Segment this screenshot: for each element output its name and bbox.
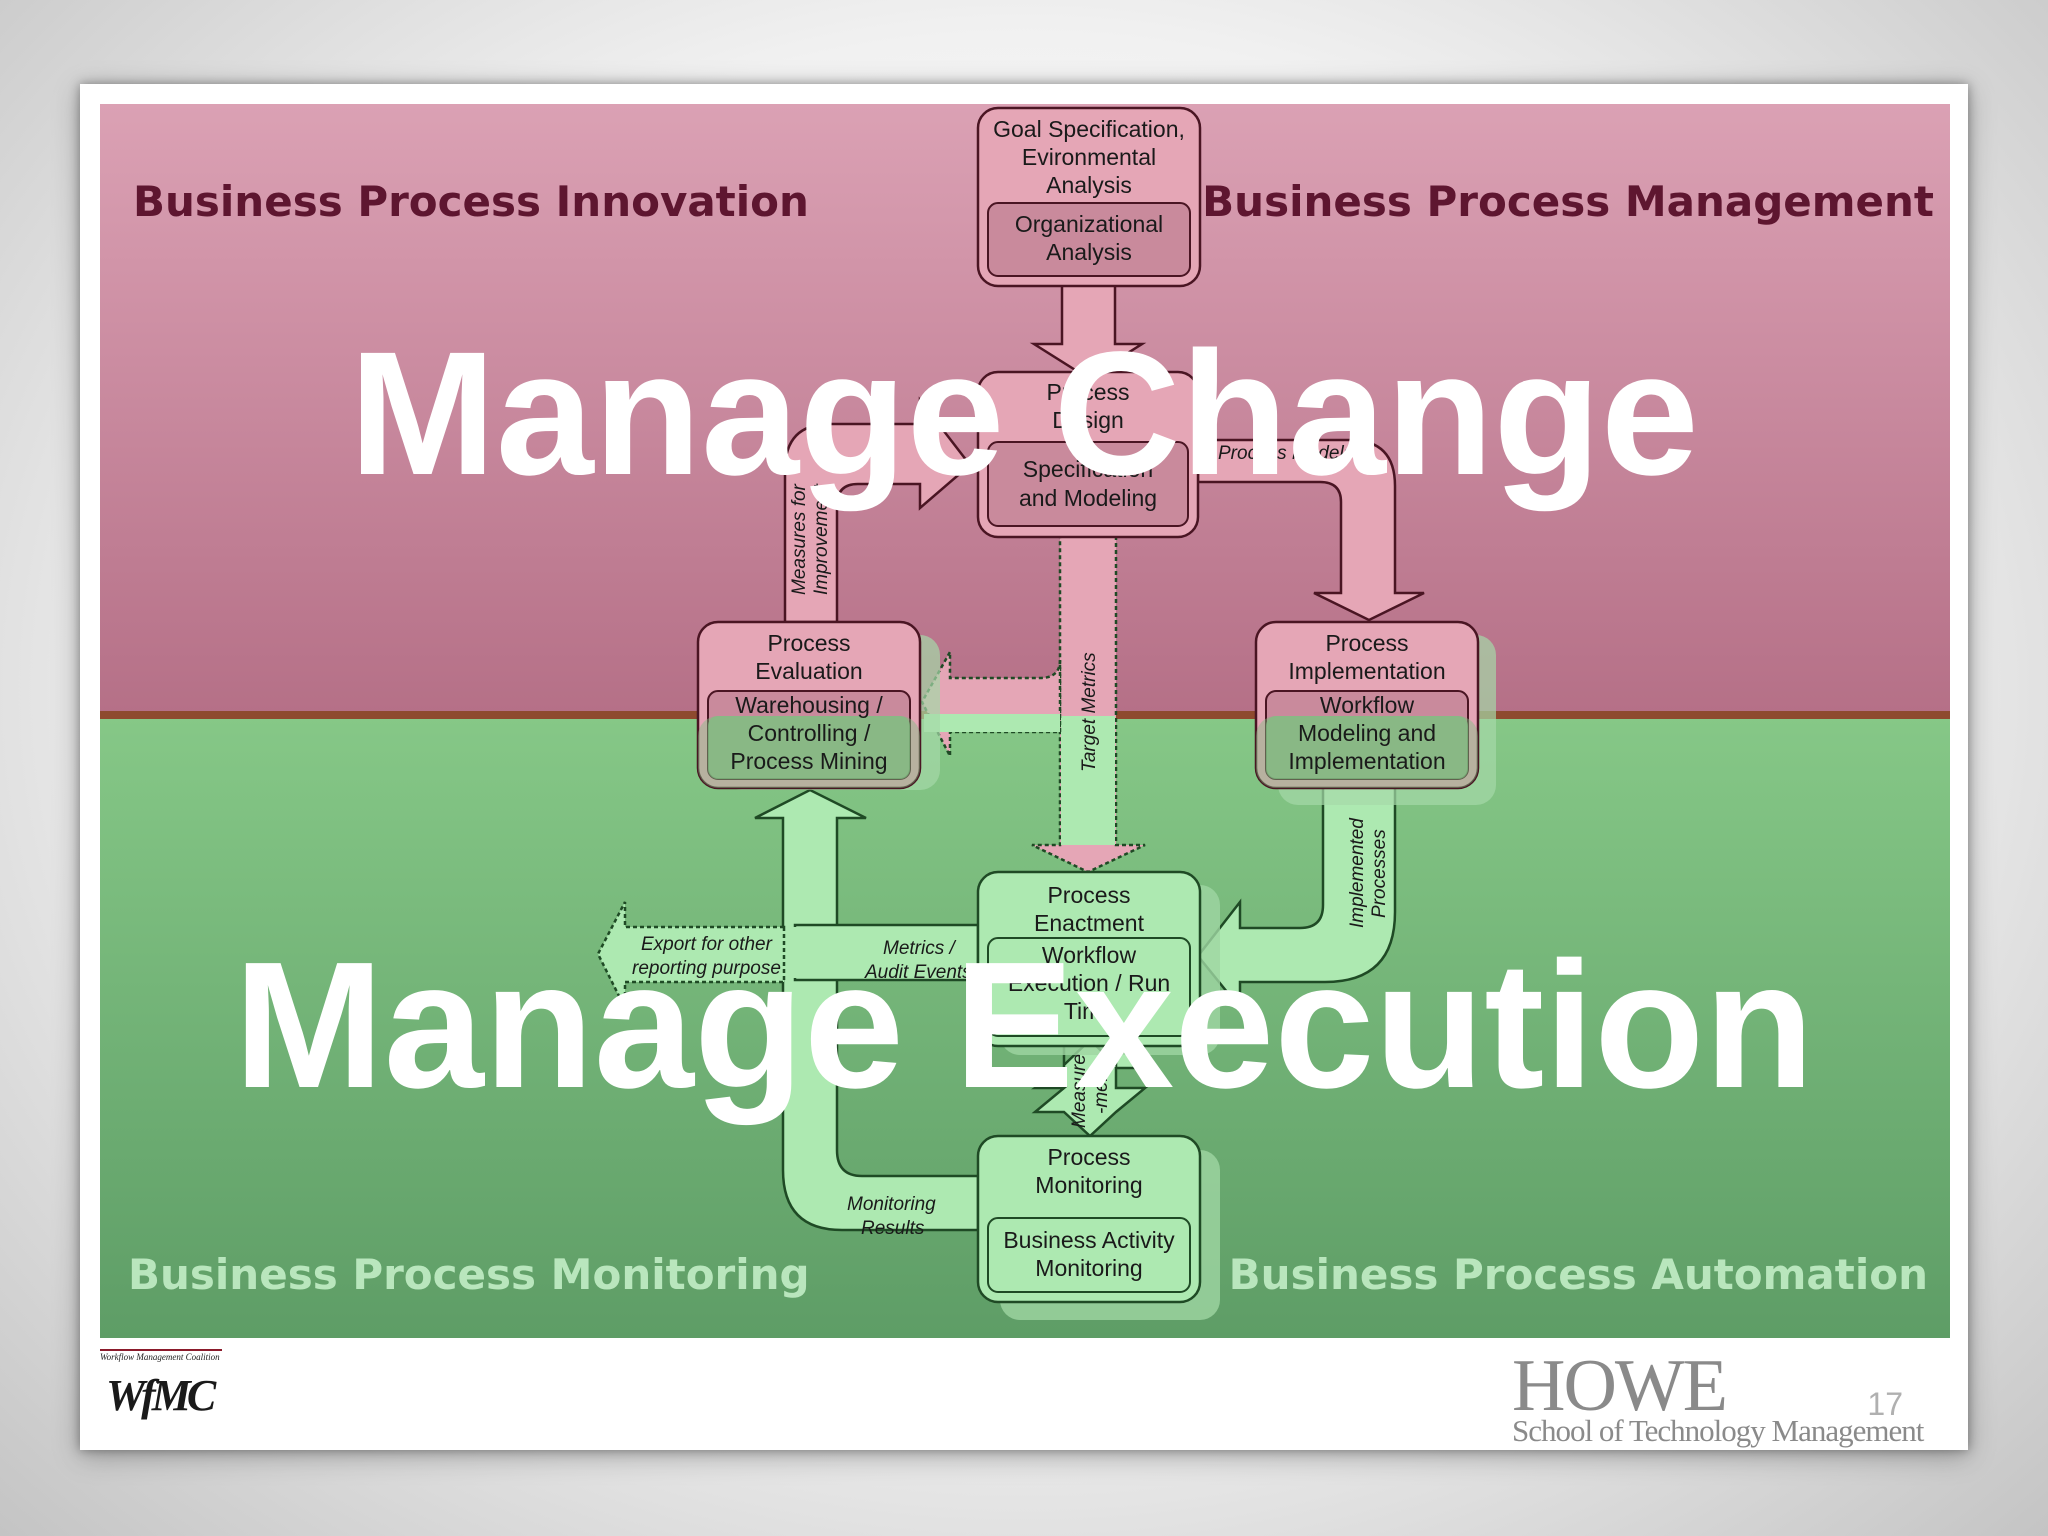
label-implemented-processes-2: Processes	[1369, 829, 1390, 918]
label-export-1: Export for other	[641, 934, 773, 955]
box-enactment-inner-3: Time	[1064, 998, 1114, 1024]
box-enactment-inner-1: Workflow	[1042, 942, 1137, 968]
box-process-implementation: Process Implementation Workflow Modeling…	[1254, 620, 1496, 805]
arrow-goal-to-design	[1029, 282, 1147, 380]
arrow-measurements-double	[1030, 1038, 1149, 1138]
box-enactment-inner-2: Execution / Run	[1008, 970, 1170, 996]
arrow-target-metrics	[1031, 534, 1146, 874]
howe-logo-title: HOWE	[1512, 1345, 1726, 1427]
label-export-2: reporting purpose	[632, 958, 781, 979]
box-design-inner-1: Specification	[1023, 456, 1153, 482]
box-design-inner-2: and Modeling	[1019, 485, 1157, 511]
quadrant-title-innovation: Business Process Innovation	[133, 177, 809, 226]
wfmc-small-caption: Workflow Management Coalition	[100, 1352, 220, 1362]
label-measurements-1: Measure	[1069, 1054, 1090, 1128]
howe-logo-subtitle: School of Technology Management	[1512, 1413, 1925, 1448]
wfmc-logo-text: WfMC	[106, 1371, 217, 1420]
box-implementation-title-2: Implementation	[1288, 658, 1445, 684]
box-evaluation-inner-3: Process Mining	[730, 748, 887, 774]
box-monitoring-title-2: Monitoring	[1035, 1172, 1142, 1198]
label-monitoring-results-1: Monitoring	[847, 1194, 936, 1215]
box-design-title-1: Process	[1046, 379, 1129, 405]
overlay-manage-execution: Manage Execution	[234, 925, 1814, 1126]
box-goal-specification: Goal Specification, Evironmental Analysi…	[976, 106, 1202, 288]
box-process-enactment: Process Enactment Workflow Execution / R…	[976, 870, 1220, 1055]
box-goal-title-3: Analysis	[1046, 172, 1132, 198]
label-metrics-audit-1: Metrics /	[883, 938, 957, 959]
arrow-design-to-implementation	[1196, 438, 1425, 622]
wfmc-logo: Workflow Management Coalition WfMC	[100, 1349, 222, 1420]
howe-logo: HOWE School of Technology Management	[1512, 1345, 1926, 1448]
box-monitoring-inner-1: Business Activity	[1003, 1227, 1175, 1253]
box-enactment-title-1: Process	[1047, 882, 1130, 908]
arrow-design-to-evaluation-dashed	[920, 647, 1062, 757]
box-monitoring-title-1: Process	[1047, 1144, 1130, 1170]
label-metrics-audit-2: Audit Events	[864, 962, 972, 983]
label-process-models: Process Models	[1218, 443, 1354, 464]
quadrant-title-automation: Business Process Automation	[1229, 1250, 1928, 1299]
box-implementation-inner-2: Modeling and	[1298, 720, 1436, 746]
box-goal-inner-2: Analysis	[1046, 239, 1132, 265]
label-measures-for-improvement-2: Improvement	[811, 483, 832, 595]
box-process-monitoring: Process Monitoring Business Activity Mon…	[976, 1134, 1220, 1320]
box-process-design: Process Design Specification and Modelin…	[976, 370, 1200, 539]
box-implementation-inner-1: Workflow	[1320, 692, 1415, 718]
label-implemented-processes-1: Implemented	[1347, 817, 1368, 928]
box-goal-inner-1: Organizational	[1015, 211, 1163, 237]
box-implementation-inner-3: Implementation	[1288, 748, 1445, 774]
label-measurements-2: -ments	[1091, 1055, 1112, 1114]
box-process-evaluation: Process Evaluation Warehousing / Control…	[696, 620, 940, 790]
arrow-export-reporting	[596, 901, 786, 1009]
box-goal-title-1: Goal Specification,	[993, 116, 1185, 142]
overlay-manage-change: Manage Change	[349, 316, 1699, 512]
label-monitoring-results-2: Results	[861, 1218, 925, 1239]
box-evaluation-inner-1: Warehousing /	[735, 692, 883, 718]
box-evaluation-title-2: Evaluation	[755, 658, 862, 684]
box-goal-title-2: Evironmental	[1022, 144, 1156, 170]
quadrant-title-management: Business Process Management	[1202, 177, 1934, 226]
quadrant-title-monitoring: Business Process Monitoring	[128, 1250, 810, 1299]
box-implementation-title-1: Process	[1325, 630, 1408, 656]
arrow-evaluation-to-design	[783, 396, 972, 624]
label-target-metrics: Target Metrics	[1079, 652, 1100, 772]
box-design-title-2: Design	[1052, 407, 1124, 433]
label-measures-for-improvement-1: Measures for	[789, 483, 810, 595]
arrow-monitoring-to-evaluation	[754, 788, 980, 1232]
box-enactment-title-2: Enactment	[1034, 910, 1145, 936]
box-evaluation-inner-2: Controlling /	[748, 720, 871, 746]
arrow-implementation-to-enactment	[1196, 778, 1397, 1012]
box-evaluation-title-1: Process	[767, 630, 850, 656]
page-number: 17	[1867, 1386, 1903, 1422]
box-monitoring-inner-2: Monitoring	[1035, 1255, 1142, 1281]
